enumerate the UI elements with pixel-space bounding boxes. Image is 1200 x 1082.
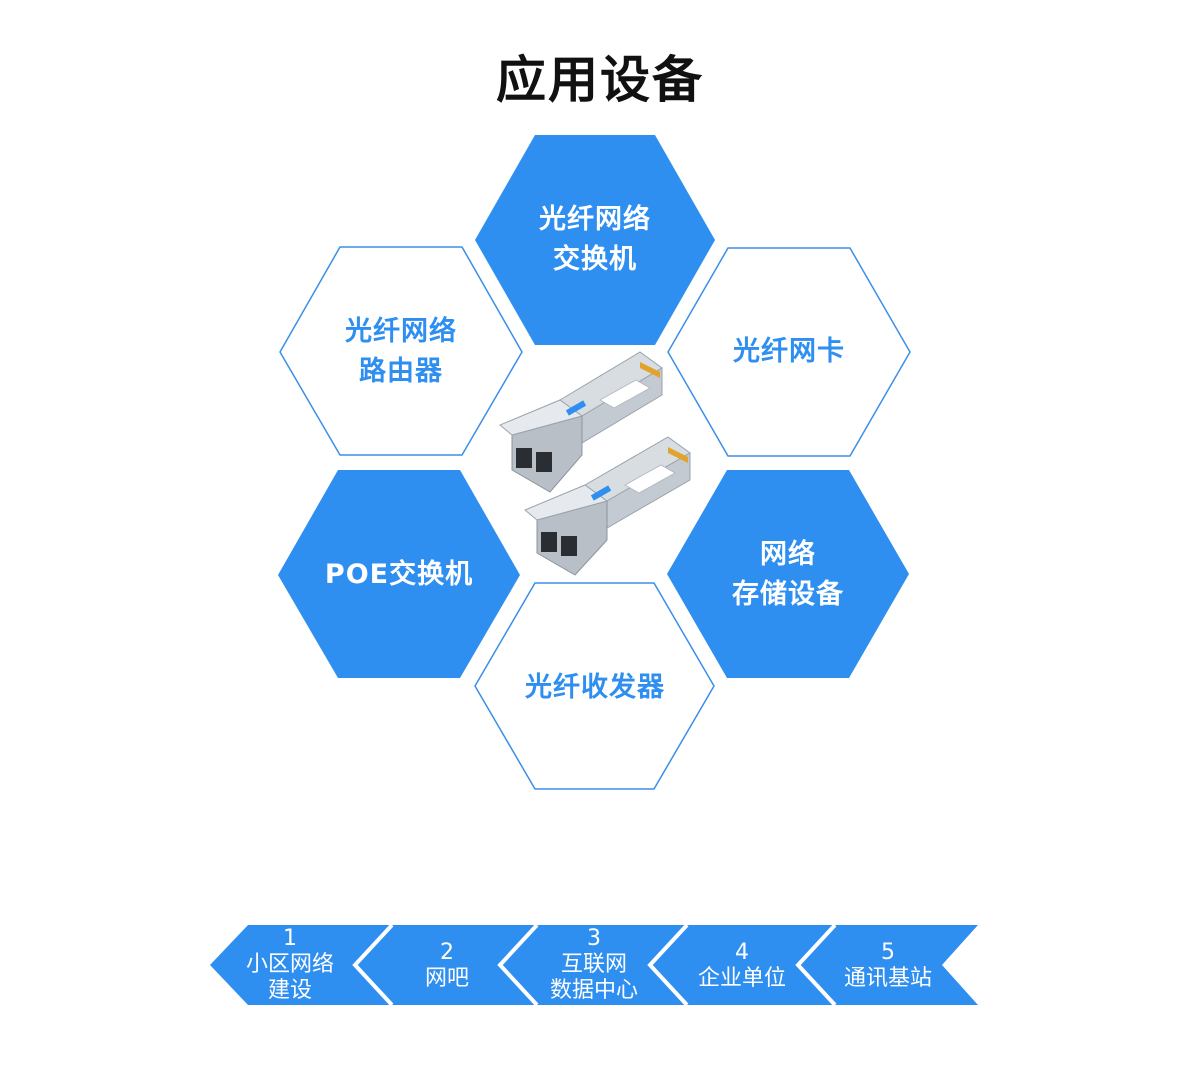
hex-switch (475, 135, 715, 345)
sfp-module-picture (499, 351, 691, 576)
hex-router (279, 246, 523, 456)
hex-poe (278, 470, 520, 678)
hex-nic (667, 247, 911, 457)
hex-poe-label: POE交换机 (324, 559, 474, 590)
sfp-module-rear (499, 351, 663, 493)
hex-nic-label: 光纤网卡 (733, 336, 845, 367)
scenario-3-label: 3 互联网 数据中心 (549, 926, 638, 1003)
chevron-2 (355, 925, 537, 1005)
scenario-2-label: 2 网吧 (424, 940, 469, 991)
hex-transceiver-label: 光纤收发器 (525, 672, 665, 703)
hex-router-label: 光纤网络 路由器 (345, 316, 457, 387)
chevron-5 (798, 925, 978, 1005)
page-title: 应用设备 (496, 51, 704, 109)
scenario-strip (210, 923, 978, 1007)
hex-transceiver (474, 582, 715, 790)
hex-storage-label: 网络 存储设备 (732, 539, 844, 610)
chevron-4 (650, 925, 835, 1005)
sfp-module-front (524, 436, 691, 576)
hex-switch-label: 光纤网络 交换机 (539, 204, 651, 275)
chevron-3 (500, 925, 687, 1005)
scenario-1-label: 1 小区网络 建设 (245, 926, 334, 1003)
chevron-1 (210, 925, 392, 1005)
hex-storage (667, 470, 909, 678)
scenario-4-label: 4 企业单位 (697, 940, 786, 991)
scenario-5-label: 5 通讯基站 (843, 940, 932, 991)
